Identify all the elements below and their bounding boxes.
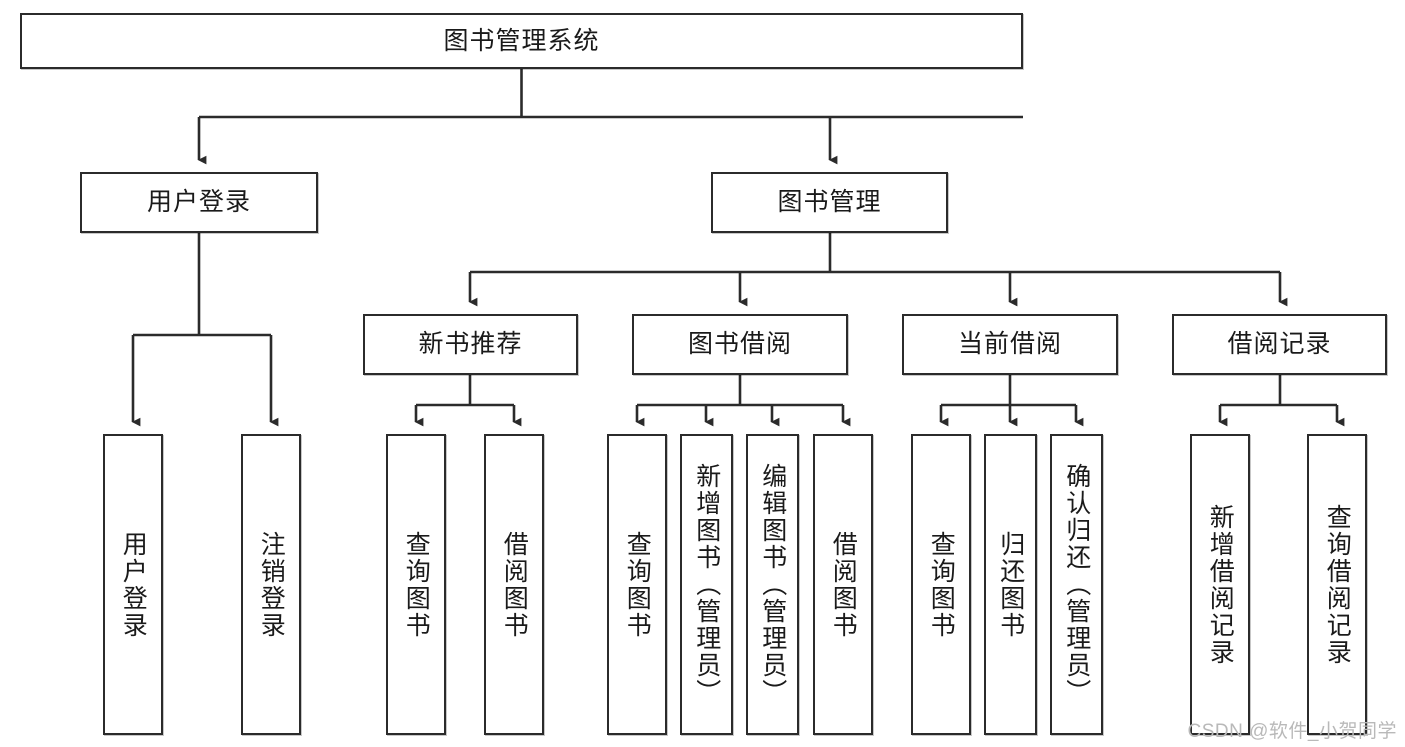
node-label: 查询图书 — [927, 530, 956, 639]
node-label: 图书管理系统 — [443, 26, 600, 55]
node-root-system[interactable]: 图书管理系统 — [20, 13, 1023, 69]
node-label: 当前借阅 — [957, 330, 1062, 358]
node-label: 借阅图书 — [829, 530, 858, 639]
node-leaf-query-book-recommend[interactable]: 查询图书 — [386, 434, 446, 735]
node-user-login[interactable]: 用户登录 — [80, 172, 318, 233]
node-leaf-query-borrow-record[interactable]: 查询借阅记录 — [1307, 434, 1367, 735]
node-label: 查询图书 — [402, 530, 431, 639]
node-leaf-borrow-book-recommend[interactable]: 借阅图书 — [484, 434, 544, 735]
node-label: 注销登录 — [257, 530, 286, 639]
node-borrow-record[interactable]: 借阅记录 — [1172, 314, 1387, 375]
node-leaf-edit-book-admin[interactable]: 编辑图书（管理员） — [746, 434, 799, 735]
node-new-book-recommend[interactable]: 新书推荐 — [363, 314, 578, 375]
node-leaf-query-book-current[interactable]: 查询图书 — [911, 434, 971, 735]
node-label: 图书管理 — [777, 188, 882, 216]
node-label: 确认归还（管理员） — [1062, 463, 1091, 706]
node-leaf-confirm-return-admin[interactable]: 确认归还（管理员） — [1050, 434, 1103, 735]
node-book-borrow[interactable]: 图书借阅 — [632, 314, 848, 375]
node-leaf-user-login[interactable]: 用户登录 — [103, 434, 163, 735]
node-leaf-query-book-borrow[interactable]: 查询图书 — [607, 434, 667, 735]
node-label: 查询图书 — [623, 530, 652, 639]
node-label: 编辑图书（管理员） — [758, 463, 787, 706]
node-leaf-add-book-admin[interactable]: 新增图书（管理员） — [680, 434, 733, 735]
node-label: 新增图书（管理员） — [692, 463, 721, 706]
node-leaf-add-borrow-record[interactable]: 新增借阅记录 — [1190, 434, 1250, 735]
node-label: 借阅图书 — [500, 530, 529, 639]
node-label: 新书推荐 — [418, 330, 523, 358]
node-current-borrow[interactable]: 当前借阅 — [902, 314, 1118, 375]
node-leaf-borrow-book[interactable]: 借阅图书 — [813, 434, 873, 735]
node-label: 用户登录 — [146, 188, 251, 216]
node-label: 归还图书 — [996, 530, 1025, 639]
node-label: 新增借阅记录 — [1206, 503, 1235, 666]
node-leaf-logout[interactable]: 注销登录 — [241, 434, 301, 735]
node-leaf-return-book[interactable]: 归还图书 — [984, 434, 1037, 735]
node-label: 查询借阅记录 — [1323, 503, 1352, 666]
csdn-watermark: CSDN @软件_小贺同学 — [1187, 721, 1397, 742]
node-label: 借阅记录 — [1227, 330, 1332, 358]
node-book-management[interactable]: 图书管理 — [711, 172, 948, 233]
node-label: 用户登录 — [119, 530, 148, 639]
node-label: 图书借阅 — [687, 330, 792, 358]
